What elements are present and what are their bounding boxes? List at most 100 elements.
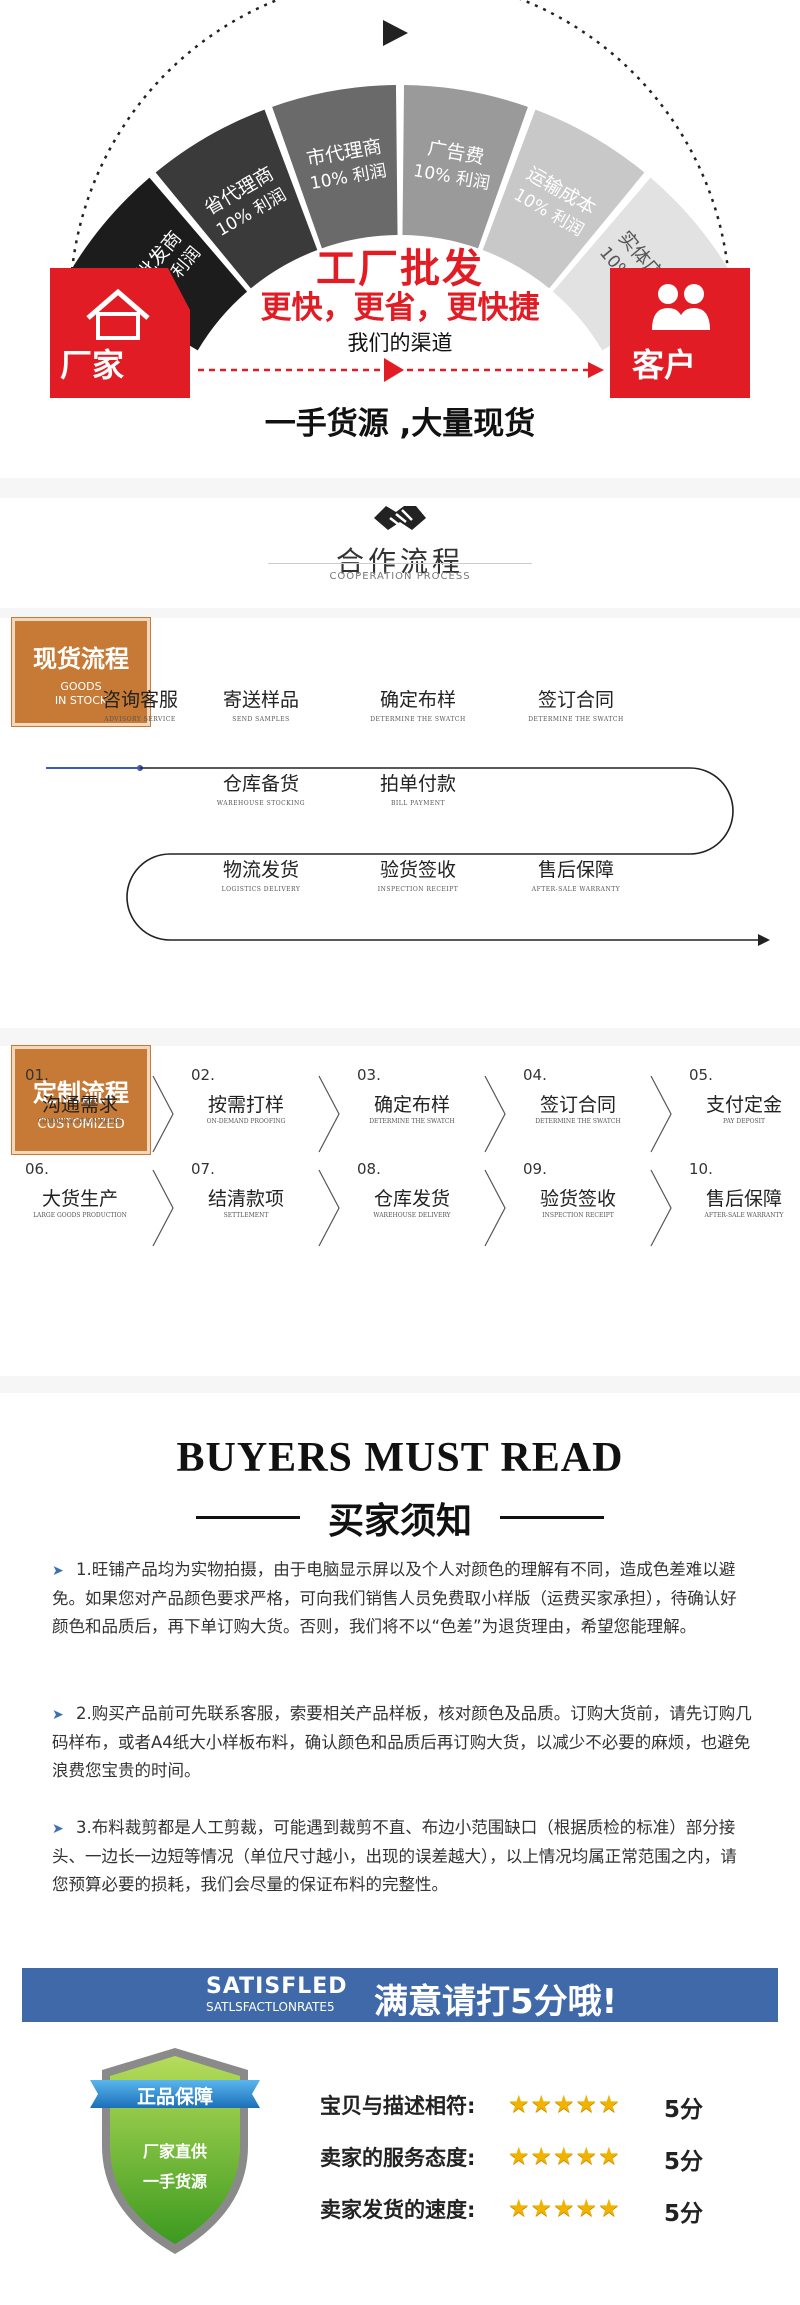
step-subtitle: DETERMINE THE SWATCH xyxy=(535,1118,621,1125)
step-title: 按需打样 xyxy=(207,1094,284,1116)
custom-step: 02. 按需打样 ON-DEMAND PROOFING xyxy=(171,1066,321,1146)
notice-1-text: 1.旺铺产品均为实物拍摄，由于电脑显示屏以及个人对颜色的理解有不同，造成色差难以… xyxy=(52,1560,737,1636)
buyers-title: BUYERS MUST READ xyxy=(176,1435,624,1481)
customer-label: 客户 xyxy=(632,346,697,384)
step-subtitle: ADVISORY SERVICE xyxy=(104,716,176,723)
step-subtitle: COMMUNICATION NEEDS xyxy=(37,1118,123,1125)
rating-row: 宝贝与描述相符: ★★★★★ 5分 xyxy=(320,2086,760,2123)
step-subtitle: DETERMINE THE SWATCH xyxy=(528,716,624,723)
step-title: 拍单付款 xyxy=(379,773,456,795)
step-divider xyxy=(650,1169,672,1247)
divider-left xyxy=(196,1516,300,1519)
segment-wedge xyxy=(552,177,732,351)
step-title: 仓库备货 xyxy=(222,773,299,795)
step-title: 沟通需求 xyxy=(41,1094,118,1116)
step-title: 咨询客服 xyxy=(101,689,178,711)
rating-row: 卖家的服务态度: ★★★★★ 5分 xyxy=(320,2138,760,2175)
rating-stars: ★★★★★ xyxy=(508,2142,621,2170)
cooperation-process: 合作流程 COOPERATION PROCESS 现货流程 GOODS IN S… xyxy=(0,478,800,1393)
rating-label: 卖家的服务态度: xyxy=(320,2146,476,2170)
segment-wedge xyxy=(68,177,248,351)
step-title: 大货生产 xyxy=(41,1188,118,1210)
step-subtitle: PAY DEPOSIT xyxy=(722,1118,766,1125)
step-title: 售后保障 xyxy=(705,1188,782,1210)
step-divider xyxy=(152,1075,174,1153)
divider xyxy=(268,563,532,564)
arc-arrow-icon xyxy=(383,20,408,46)
step-divider xyxy=(650,1075,672,1153)
satisfaction-section: SATISFLED SATLSFACTLONRATE5 满意请打5分哦! 正品保… xyxy=(0,1960,800,2305)
handshake-icon xyxy=(374,506,426,530)
step-subtitle: INSPECTION RECEIPT xyxy=(542,1212,614,1219)
arrow-icon: ➤ xyxy=(52,1821,64,1837)
banner-en-title: SATISFLED xyxy=(206,1974,348,1999)
step-number: 05. xyxy=(689,1066,713,1084)
notice-1: ➤1.旺铺产品均为实物拍摄，由于电脑显示屏以及个人对颜色的理解有不同，造成色差难… xyxy=(52,1556,752,1641)
rating-label: 卖家发货的速度: xyxy=(320,2198,476,2222)
step-title: 售后保障 xyxy=(537,859,614,881)
step-number: 07. xyxy=(191,1160,215,1178)
step-title: 结清款项 xyxy=(207,1188,284,1210)
arrow-icon: ➤ xyxy=(52,1707,64,1723)
step-title: 物流发货 xyxy=(222,859,299,881)
rating-row: 卖家发货的速度: ★★★★★ 5分 xyxy=(320,2190,760,2227)
buyers-must-read: BUYERS MUST READ 买家须知 ➤1.旺铺产品均为实物拍摄，由于电脑… xyxy=(0,1400,800,1960)
step-subtitle: AFTER-SALE WARRANTY xyxy=(531,886,621,893)
satisfaction-banner: SATISFLED SATLSFACTLONRATE5 满意请打5分哦! xyxy=(22,1968,778,2022)
channel-title: 工厂批发 xyxy=(316,246,484,292)
goods-tag: 现货流程 GOODS IN STOCK xyxy=(12,618,150,726)
arrow-icon: ➤ xyxy=(52,1563,64,1579)
step-subtitle: WAREHOUSE DELIVERY xyxy=(373,1212,451,1219)
step-title: 寄送样品 xyxy=(222,689,299,711)
factory-block xyxy=(50,268,190,398)
step-subtitle: ON-DEMAND PROOFING xyxy=(206,1118,286,1125)
people-icon xyxy=(652,284,710,330)
divider-right xyxy=(500,1516,604,1519)
step-number: 02. xyxy=(191,1066,215,1084)
cooperation-title: 合作流程 xyxy=(335,545,464,578)
step-number: 08. xyxy=(357,1160,381,1178)
flow-end-arrow-icon xyxy=(758,934,770,946)
goods-panel: 现货流程 GOODS IN STOCK 咨询客服 ADVISORY SERVICE… xyxy=(0,618,800,1028)
rating-score: 5分 xyxy=(664,2097,704,2123)
goods-flow-path xyxy=(46,765,770,946)
step-subtitle: SETTLEMENT xyxy=(223,1212,269,1219)
step-title: 确定布样 xyxy=(379,689,456,711)
notice-2: ➤2.购买产品前可先联系客服，索要相关产品样板，核对颜色及品质。订购大货前，请先… xyxy=(52,1700,752,1785)
customer-block xyxy=(610,268,750,398)
custom-step: 08. 仓库发货 WAREHOUSE DELIVERY xyxy=(337,1160,487,1240)
custom-tag-title: 定制流程 xyxy=(33,1079,129,1107)
process-step: 咨询客服 ADVISORY SERVICE xyxy=(65,685,215,723)
rating-stars: ★★★★★ xyxy=(508,2090,621,2118)
segment-wedge xyxy=(402,85,528,249)
flow-line xyxy=(126,767,758,941)
rating-stars: ★★★★★ xyxy=(508,2194,621,2222)
step-divider xyxy=(318,1169,340,1247)
channel-arrow-end-icon xyxy=(588,362,604,378)
step-subtitle: AFTER-SALE WARRANTY xyxy=(704,1212,784,1219)
process-step: 确定布样 DETERMINE THE SWATCH xyxy=(343,685,493,723)
channel-subtitle: 更快，更省，更快捷 xyxy=(260,290,540,326)
notice-3: ➤3.布料裁剪都是人工剪裁，可能遇到裁剪不直、布边小范围缺口（根据质检的标准）部… xyxy=(52,1814,752,1899)
step-title: 验货签收 xyxy=(539,1188,616,1210)
step-subtitle: INSPECTION RECEIPT xyxy=(377,886,459,893)
step-subtitle: DETERMINE THE SWATCH xyxy=(370,716,466,723)
step-divider xyxy=(318,1075,340,1153)
step-number: 03. xyxy=(357,1066,381,1084)
cooperation-header: 合作流程 COOPERATION PROCESS xyxy=(0,498,800,608)
step-number: 06. xyxy=(25,1160,49,1178)
rating-score: 5分 xyxy=(664,2149,704,2175)
step-title: 仓库发货 xyxy=(373,1188,450,1210)
step-number: 09. xyxy=(523,1160,547,1178)
